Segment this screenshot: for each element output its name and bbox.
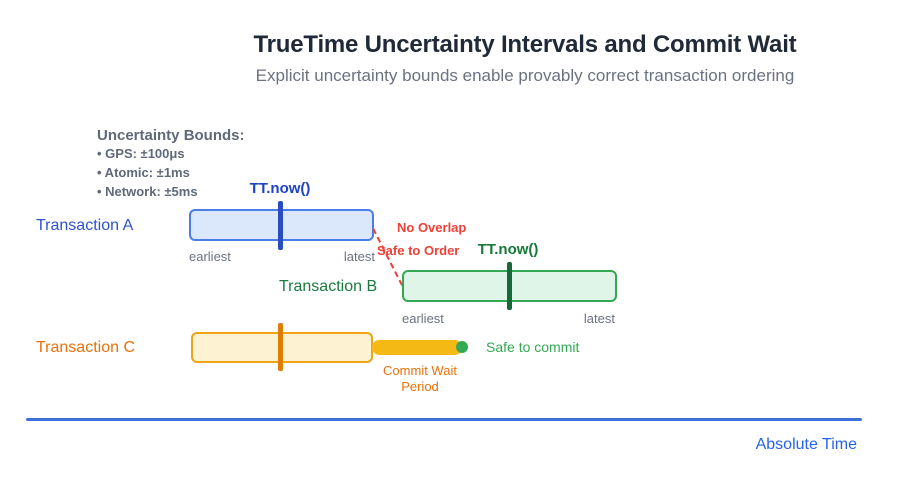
transaction-a-latest-label: latest: [343, 249, 375, 264]
transaction-c-ttnow-tick: [278, 323, 283, 371]
page-subtitle: Explicit uncertainty bounds enable prova…: [255, 66, 795, 85]
transaction-b-ttnow-label: TT.now(): [477, 241, 539, 258]
transaction-b-earliest-label: earliest: [402, 311, 444, 326]
legend-item-gps: • GPS: ±100μs: [97, 146, 185, 161]
safe-to-commit-label: Safe to commit: [486, 339, 580, 355]
absolute-time-label: Absolute Time: [755, 436, 857, 453]
commit-wait-period-label: Commit Wait Period: [369, 363, 471, 395]
transaction-b-latest-label: latest: [583, 311, 615, 326]
commit-point-dot: [456, 341, 468, 353]
transaction-a-ttnow-label: TT.now(): [249, 180, 311, 197]
safe-to-order-label: Safe to Order: [377, 243, 460, 258]
commit-wait-bar: [372, 340, 462, 355]
legend-item-atomic: • Atomic: ±1ms: [97, 165, 190, 180]
no-overlap-label: No Overlap: [397, 220, 467, 235]
absolute-time-axis: [26, 418, 862, 421]
transaction-a-earliest-label: earliest: [189, 249, 231, 264]
transaction-a-ttnow-tick: [278, 201, 283, 250]
transaction-a-label: Transaction A: [36, 217, 134, 234]
legend-item-network: • Network: ±5ms: [97, 184, 198, 199]
commit-wait-line1: Commit Wait: [383, 363, 457, 378]
commit-wait-line2: Period: [401, 379, 439, 394]
transaction-c-label: Transaction C: [36, 339, 135, 356]
page-title: TrueTime Uncertainty Intervals and Commi…: [253, 31, 797, 58]
legend-heading: Uncertainty Bounds:: [97, 127, 245, 144]
transaction-b-ttnow-tick: [507, 262, 512, 310]
transaction-b-label: Transaction B: [279, 278, 378, 295]
